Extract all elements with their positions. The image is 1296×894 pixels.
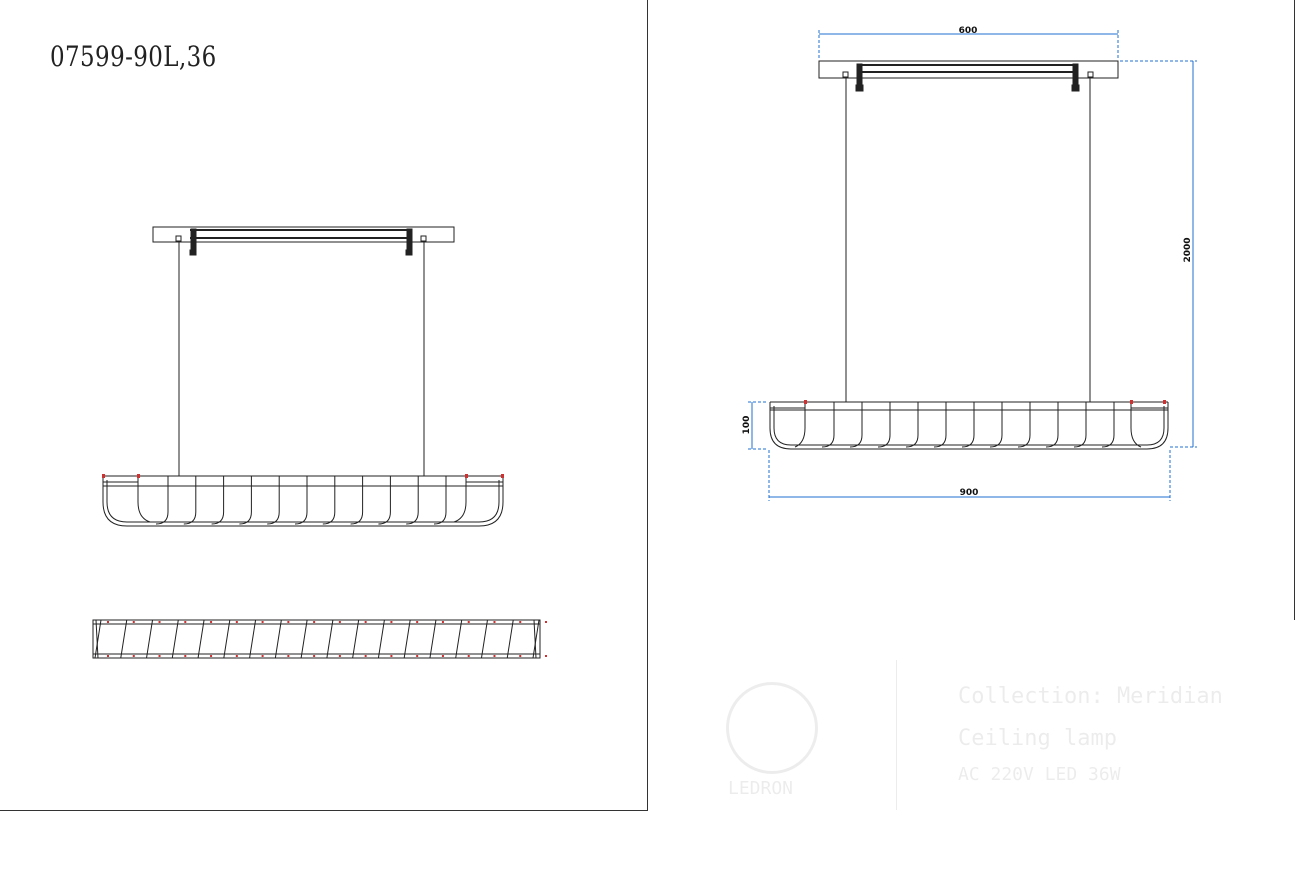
top-view-rib [146,619,154,659]
top-view-led-dot [210,621,213,623]
top-view-led-dot [338,655,341,657]
top-view-led-dot [519,655,522,657]
top-view-rib [120,619,128,659]
top-view-led-dot [158,655,161,657]
top-view-rib [532,619,540,659]
lamp-rib [322,476,336,525]
lamp-rib [933,402,947,448]
title-line-1: Collection: Meridian [958,684,1223,709]
top-view-rib [223,619,231,659]
right-front-view [769,60,1169,450]
right-border-line [1294,0,1295,620]
top-view-led-dot [467,621,470,623]
lamp-rib [406,476,419,525]
top-view-led-dot [313,655,316,657]
lamp-rib [1073,402,1087,448]
dimension-lines [748,30,1197,501]
right-canopy [818,60,1119,79]
top-view-led-dot [313,621,316,623]
top-view-led-dot [467,655,470,657]
right-lamp-body [769,400,1169,450]
top-view-led-dot [519,621,522,623]
top-view-led-dot [184,655,187,657]
top-view-led-dot [107,621,109,623]
lamp-rib [433,476,447,525]
top-view-led-dot [364,621,367,623]
logo-text: LEDRON [728,778,794,799]
lamp-rib [1045,402,1059,448]
title-line-3: AC 220V LED 36W [958,764,1121,785]
top-view-led-dot [261,655,264,657]
top-view-led-dot [545,621,547,623]
lamp-rib [961,402,975,448]
left-drawing-panel: 07599-90L,36 [0,0,648,811]
top-view-rib [480,619,488,659]
top-view-led-dot [441,621,444,623]
top-view-led-dot [261,621,264,623]
lamp-rib [905,402,919,448]
top-view-led-dot [364,655,367,657]
top-view-led-dot [132,655,135,657]
top-view-led-dot [210,655,213,657]
lamp-rib [183,476,197,525]
top-view-led-dot [390,621,393,623]
top-view-led-dot [158,621,161,623]
top-view-rib [455,619,463,659]
lamp-rib [211,476,225,525]
lamp-rib [239,476,252,525]
lamp-rib [155,476,169,525]
top-view-led-dot [235,621,238,623]
left-front-view [102,226,504,527]
left-top-view [92,619,547,659]
top-view-rib [249,619,257,659]
top-view-led-dot [545,655,547,657]
top-view-led-dot [441,655,444,657]
left-lamp-body [102,474,504,527]
lamp-rib [267,476,280,525]
top-view-rib [429,619,437,659]
top-view-rib [197,619,205,659]
lamp-rib [1017,402,1031,448]
top-view-led-dot [184,621,187,623]
top-view-led-dot [107,655,109,657]
top-view-led-dot [287,655,290,657]
lamp-rib [821,402,835,448]
top-view-rib [94,619,102,659]
top-view-rib [377,619,385,659]
dim-body-height: 100 [742,416,752,435]
title-line-2: Ceiling lamp [958,726,1117,751]
lamp-rib [989,402,1003,448]
top-view-rib [352,619,360,659]
left-canopy [152,226,455,243]
top-view-rib [403,619,411,659]
top-view-rib [506,619,514,659]
dim-body-width: 900 [960,488,979,498]
top-view-led-dot [338,621,341,623]
lamp-rib [350,476,364,525]
title-block: LEDRON Collection: Meridian Ceiling lamp… [648,660,1296,810]
dim-canopy-width: 600 [959,26,978,36]
top-view-led-dot [390,655,393,657]
top-view-led-dot [416,655,419,657]
model-code-label: 07599-90L,36 [50,40,217,73]
logo-icon [726,682,818,774]
top-view-rib [300,619,308,659]
lamp-rib [849,402,863,448]
top-view-rib [326,619,334,659]
top-view-led-dot [132,621,135,623]
top-view-led-dot [493,621,496,623]
top-view-led-dot [287,621,290,623]
dim-total-height: 2000 [1183,237,1193,262]
lamp-rib [877,402,891,448]
title-block-divider [896,660,897,810]
lamp-rib [1101,402,1115,448]
top-view-rib [274,619,282,659]
top-view-led-dot [416,621,419,623]
top-view-led-dot [235,655,238,657]
lamp-rib [378,476,391,525]
top-view-rib [171,619,179,659]
lamp-rib [294,476,308,525]
top-view-led-dot [493,655,496,657]
